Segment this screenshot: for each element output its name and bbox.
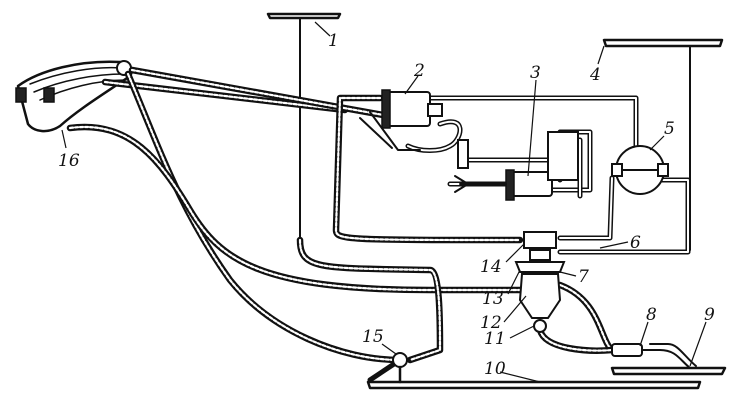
- floor-plate: [610, 366, 727, 376]
- outlet-11: [533, 319, 547, 333]
- reservoir-5: [611, 145, 669, 195]
- right-frame-plate: [602, 38, 724, 251]
- label-6: 6: [630, 233, 641, 253]
- neck: [529, 249, 551, 261]
- lower-rail: [366, 380, 702, 390]
- lamp-right-icon: [43, 87, 55, 103]
- cylinder-2: [359, 89, 443, 151]
- label-10: 10: [484, 359, 506, 379]
- label-13: 13: [482, 289, 504, 309]
- check-valve-8: [611, 343, 697, 369]
- label-8: 8: [646, 305, 657, 325]
- label-11: 11: [484, 329, 506, 349]
- label-2: 2: [413, 61, 425, 81]
- leader-lines: [61, 21, 707, 383]
- filter-assembly: [514, 231, 566, 333]
- filter-bowl-12: [518, 273, 562, 319]
- label-4: 4: [589, 65, 601, 85]
- label-1: 1: [328, 31, 339, 51]
- tee-14-body: [523, 231, 557, 249]
- label-5: 5: [664, 119, 675, 139]
- label-3: 3: [530, 63, 541, 83]
- number-labels: 1 2 3 4 5 6 7 8 9 10 11 12 13 14 15 16: [58, 31, 715, 379]
- cylinder-3: [454, 131, 579, 201]
- top-mount-plate: [266, 12, 342, 246]
- label-14: 14: [480, 257, 502, 277]
- tee-fitting-15: [392, 352, 408, 384]
- label-9: 9: [704, 305, 715, 325]
- hose-network: [66, 66, 616, 364]
- label-16: 16: [58, 151, 80, 171]
- label-7: 7: [578, 267, 589, 287]
- label-12: 12: [480, 313, 502, 333]
- lamp-left-icon: [15, 87, 27, 103]
- headlamp-cluster: [15, 60, 133, 133]
- cover-13: [514, 261, 566, 273]
- label-15: 15: [362, 327, 384, 347]
